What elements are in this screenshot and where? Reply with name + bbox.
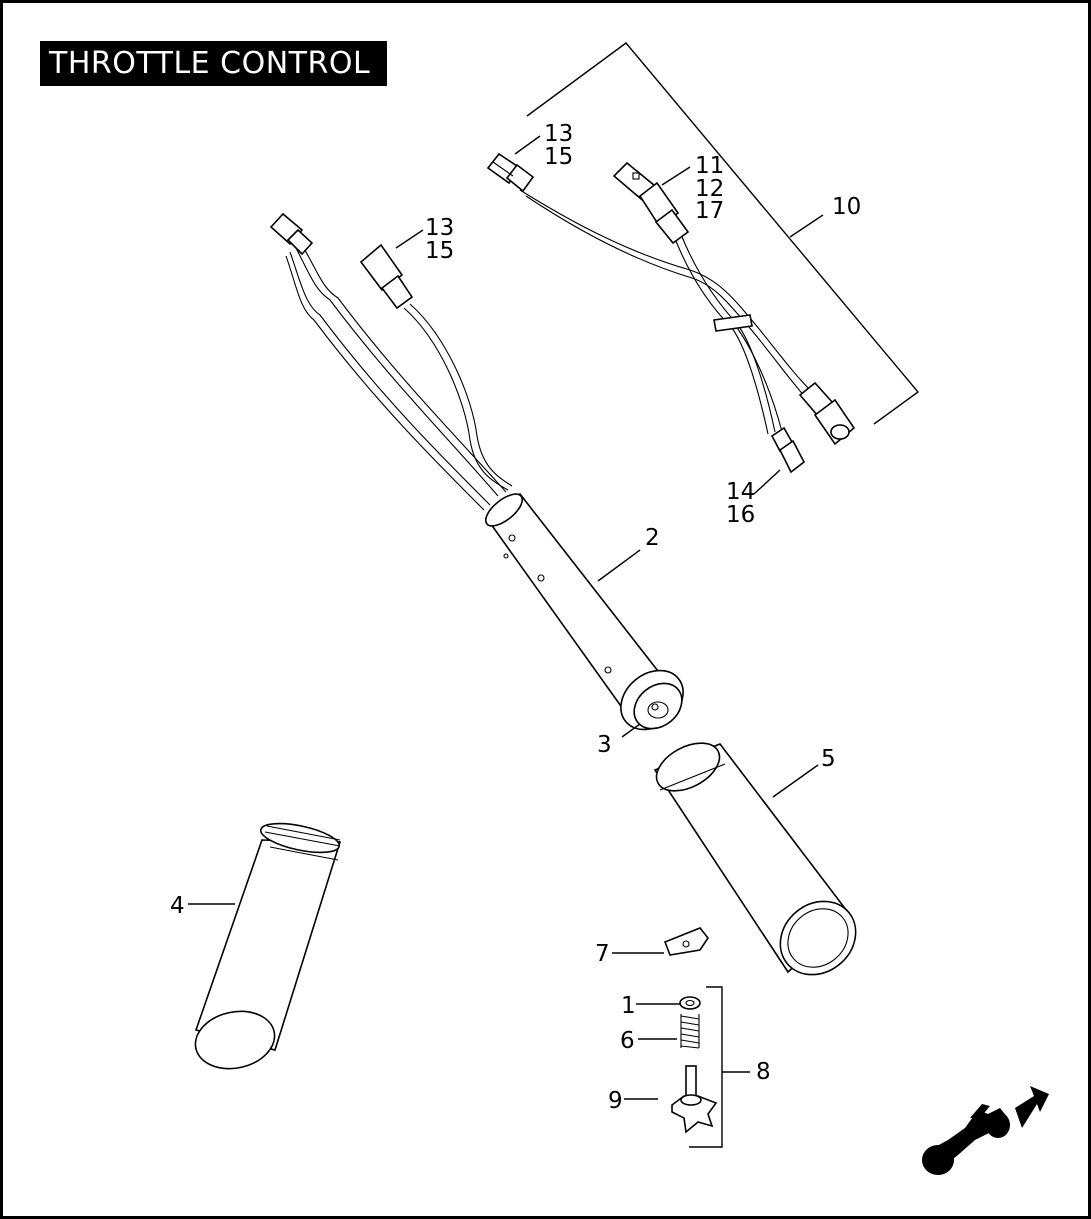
callout-8: 8 [756,1059,771,1085]
grip-4 [194,822,342,1070]
callout-1: 1 [621,993,636,1019]
throttle-gear [620,669,684,731]
callout-13-left: 13 [425,215,454,241]
callout-16: 16 [726,502,755,528]
callout-12: 12 [695,176,724,202]
motorcycle-arrow-icon [922,1086,1049,1175]
callout-5: 5 [821,746,836,772]
callout-15-left: 15 [425,238,454,264]
callout-13-upper: 13 [544,121,573,147]
callout-2: 2 [645,525,660,551]
grip-5 [653,742,857,976]
clip-7 [663,927,709,956]
callout-11: 11 [695,153,724,179]
callout-6: 6 [620,1028,635,1054]
wiring-harness [486,152,856,474]
callout-14: 14 [726,479,755,505]
connector-13-15-upper [486,152,535,193]
connector-harness-end [798,381,856,446]
sensor-wires [269,212,513,511]
screw-9 [671,1065,718,1134]
callout-15-upper: 15 [544,144,573,170]
callout-3: 3 [597,732,612,758]
callout-17: 17 [695,198,724,224]
callout-7: 7 [595,941,610,967]
connector-14-16 [770,426,806,474]
callout-4: 4 [170,893,185,919]
callout-10: 10 [832,194,861,220]
page-title: THROTTLE CONTROL [40,41,387,86]
callout-9: 9 [608,1088,623,1114]
leader-lines [188,135,819,1100]
friction-assembly [671,986,750,1148]
spring-6 [680,1014,700,1049]
throttle-housing [484,492,667,718]
connector-11-12-17 [612,161,690,245]
bracket-10 [526,42,920,425]
